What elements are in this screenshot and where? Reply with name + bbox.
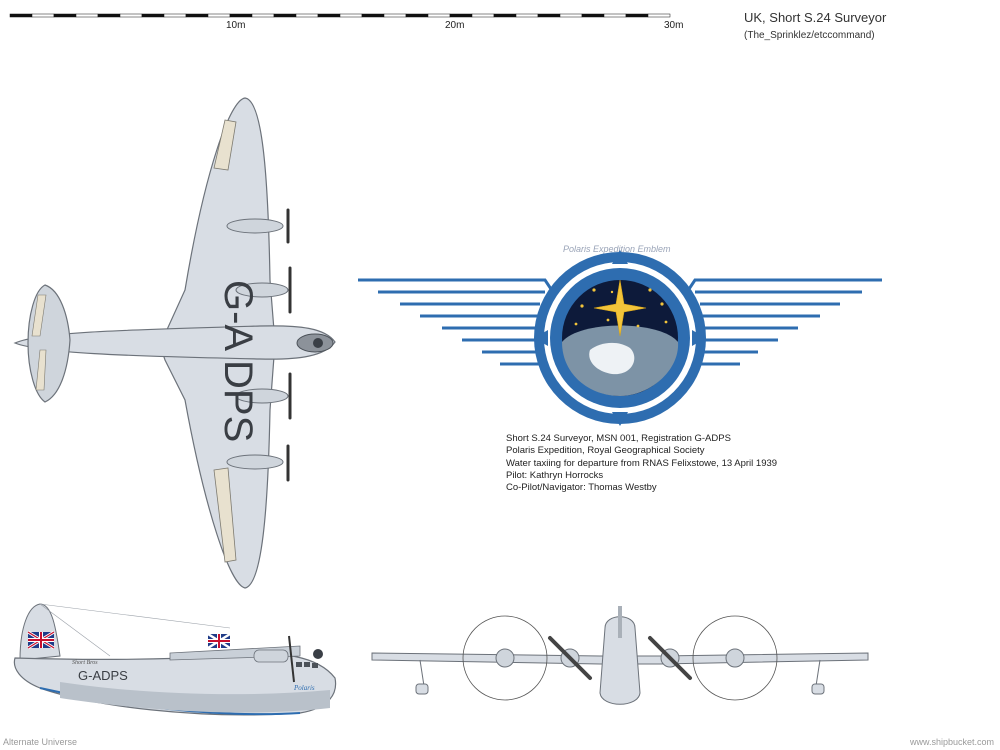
scale-segment (471, 13, 495, 18)
scale-segment (185, 13, 209, 18)
scale-segment (97, 13, 121, 18)
scale-label-20m: 20m (445, 20, 465, 31)
aircraft-front-view (371, 606, 869, 705)
top-registration: G-A DPS (216, 280, 260, 442)
scale-segment (295, 13, 319, 18)
scale-segment (515, 13, 539, 18)
scale-segment (119, 13, 143, 18)
scale-segment (405, 13, 429, 18)
drawing-title: UK, Short S.24 Surveyor (744, 10, 887, 25)
nose-script: Polaris (293, 684, 315, 692)
scale-segment (427, 13, 451, 18)
aircraft-top-view: G-A DPS (13, 97, 336, 589)
scale-segment (229, 13, 253, 18)
scale-segment (625, 13, 649, 18)
polaris-emblem (358, 250, 882, 426)
scale-segment (493, 13, 517, 18)
footer-left-text: Alternate Universe (3, 737, 78, 747)
info-block: Short S.24 Surveyor, MSN 001, Registrati… (506, 433, 777, 494)
drawing-credit: (The_Sprinklez/etccommand) (744, 30, 875, 41)
scale-segment (317, 13, 341, 18)
scale-segment (603, 13, 627, 18)
scale-segment (251, 13, 275, 18)
aircraft-side-view: G-ADPS Short Bros Polaris (13, 603, 337, 716)
scale-segment (449, 13, 473, 18)
hull-script: Short Bros (72, 660, 98, 666)
scale-segment (581, 13, 605, 18)
info-line: Polaris Expedition, Royal Geographical S… (506, 445, 705, 457)
scale-segment (53, 13, 77, 18)
scale-segment (31, 13, 55, 18)
scale-segment (647, 13, 671, 18)
info-line: Short S.24 Surveyor, MSN 001, Registrati… (506, 433, 731, 444)
scale-segment (559, 13, 583, 18)
scale-segment (339, 13, 363, 18)
scale-segment (383, 13, 407, 18)
scale-segment (273, 13, 297, 18)
scale-segment (207, 13, 231, 18)
info-line: Pilot: Kathryn Horrocks (506, 469, 604, 481)
footer-right-text: www.shipbucket.com (909, 737, 994, 747)
scale-segment (537, 13, 561, 18)
info-line: Co-Pilot/Navigator: Thomas Westby (506, 482, 657, 494)
scale-segment (163, 13, 187, 18)
info-line: Water taxiing for departure from RNAS Fe… (506, 457, 778, 469)
scale-label-30m: 30m (664, 20, 684, 31)
emblem-caption: Polaris Expedition Emblem (563, 244, 671, 254)
scale-label-10m: 10m (226, 20, 246, 31)
scale-bar (9, 13, 671, 18)
scale-segment (141, 13, 165, 18)
scale-segment (361, 13, 385, 18)
scale-segment (9, 13, 33, 18)
side-registration: G-ADPS (78, 668, 128, 683)
scale-segment (75, 13, 99, 18)
